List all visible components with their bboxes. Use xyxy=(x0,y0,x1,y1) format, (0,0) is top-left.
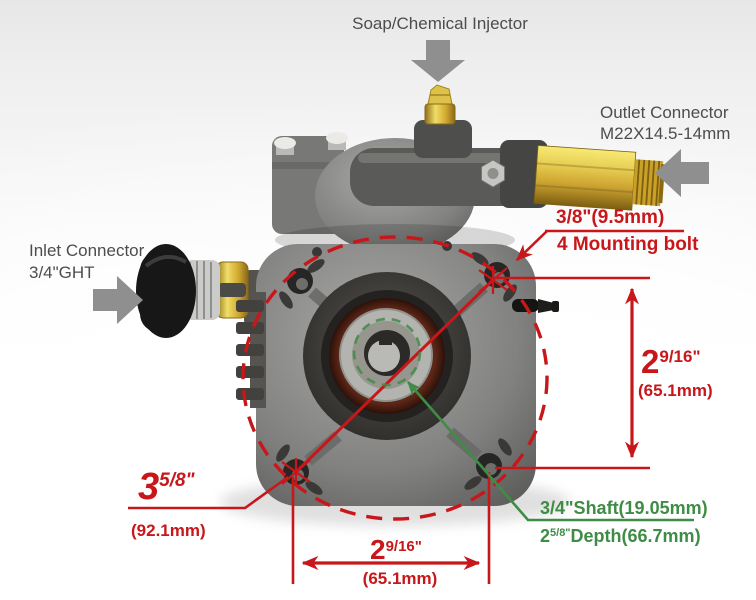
shaft-circle-annotation xyxy=(352,317,422,387)
green-annotations xyxy=(352,317,694,522)
soap-injector-label: Soap/Chemical Injector xyxy=(352,14,528,33)
right-arrow-icon xyxy=(93,276,143,324)
mounting-circle-annotation xyxy=(241,235,549,521)
inlet-coupling xyxy=(136,244,266,338)
vertical-dimension-number: 2 xyxy=(641,343,660,380)
inlet-connector-label: Inlet Connector 3/4"GHT xyxy=(29,240,144,284)
diagonal-dimension-number: 3 xyxy=(138,466,160,508)
bolt-size-label: 3/8"(9.5mm) xyxy=(556,207,665,228)
bolt-leader-arrow xyxy=(515,230,548,261)
inlet-connector-line2: 3/4"GHT xyxy=(29,263,95,282)
diagonal-dimension-line xyxy=(294,278,495,474)
bolt-center-mark-bottom-left xyxy=(281,458,311,486)
shaft-leader-line xyxy=(407,381,694,522)
down-arrow-icon xyxy=(411,40,465,82)
bottom-dimension-metric: (65.1mm) xyxy=(362,569,438,588)
outlet-connector-line2: M22X14.5-14mm xyxy=(600,124,731,143)
bottom-dimension-number: 2 xyxy=(370,534,386,565)
bottom-dimension-fraction: 9/16" xyxy=(385,538,422,555)
thermal-valve-nipple xyxy=(512,299,559,313)
left-arrow-icon xyxy=(655,149,709,197)
outlet-connector-label: Outlet Connector M22X14.5-14mm xyxy=(600,102,730,144)
depth-text: Depth(66.7mm) xyxy=(570,526,701,546)
pump-head xyxy=(272,120,548,256)
vertical-dimension-fraction: 9/16" xyxy=(659,347,701,366)
callout-arrows xyxy=(93,40,709,324)
soap-injector-fitting xyxy=(424,84,456,125)
diagonal-dimension-metric: (92.1mm) xyxy=(131,521,206,540)
diagonal-dimension-fraction: 5/8" xyxy=(159,470,195,491)
depth-fraction: 5/8" xyxy=(550,527,571,539)
vertical-dimension-metric: (65.1mm) xyxy=(638,381,713,400)
bolt-center-mark-top-right xyxy=(478,266,508,294)
shaft-size-label: 3/4"Shaft(19.05mm) xyxy=(540,498,708,518)
shaft-bore xyxy=(303,272,471,440)
mounting-bolt-label: 4 Mounting bolt xyxy=(557,234,699,255)
diagonal-leader-line xyxy=(128,475,289,510)
inlet-connector-line1: Inlet Connector xyxy=(29,241,145,260)
outlet-connector-line1: Outlet Connector xyxy=(600,103,729,122)
red-annotations xyxy=(128,229,684,584)
depth-number: 2 xyxy=(540,526,551,546)
outlet-pipe xyxy=(533,145,666,211)
